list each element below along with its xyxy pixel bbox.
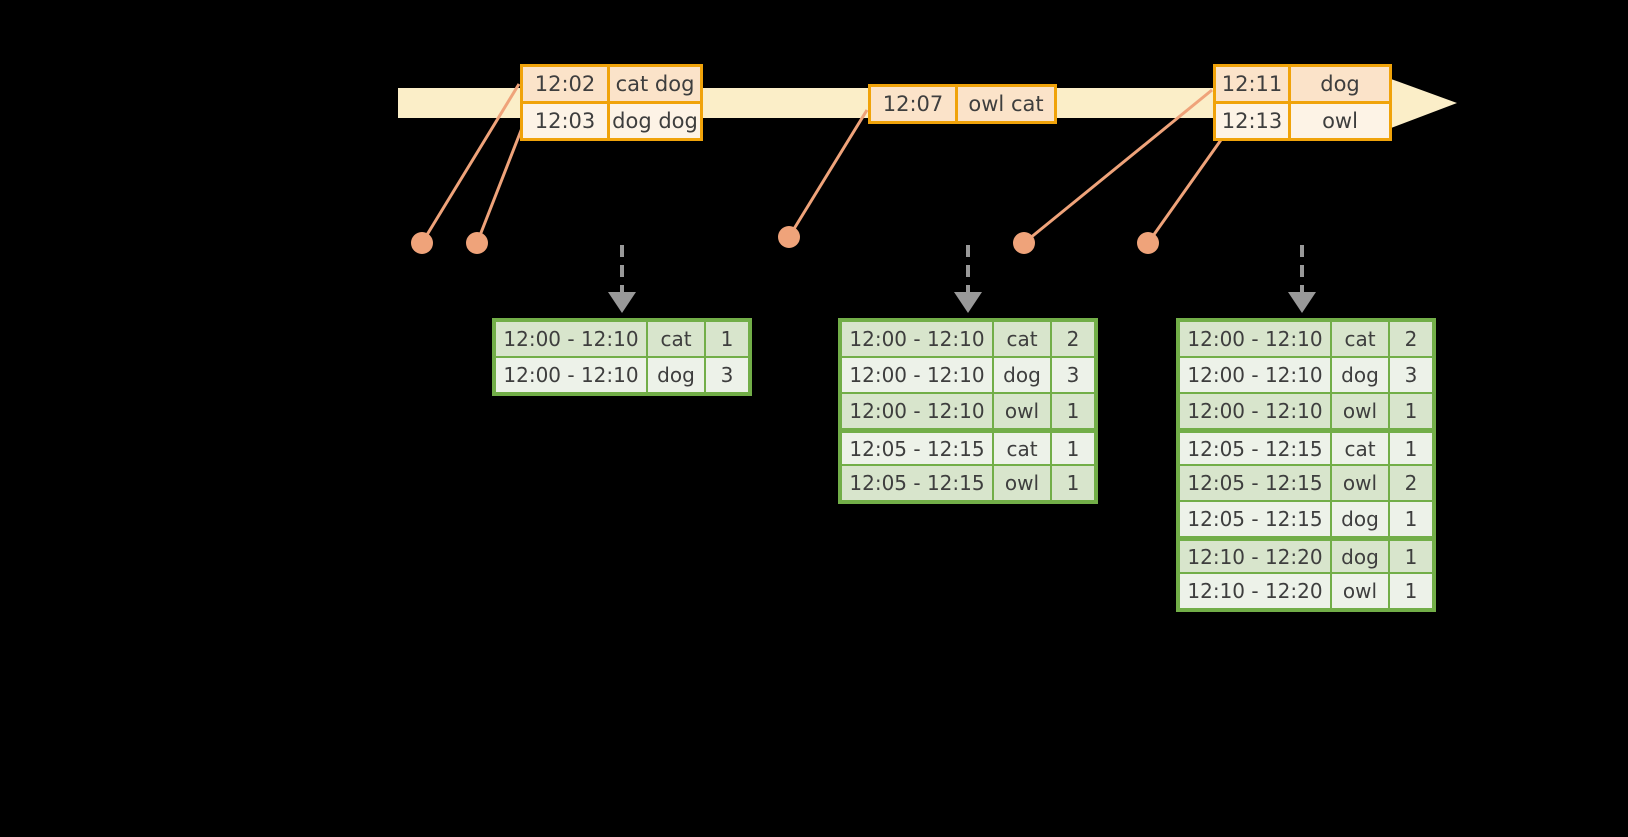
count-cell: 3 (706, 358, 748, 392)
animal-cell: owl (1332, 466, 1388, 500)
connector-lines (420, 83, 1230, 245)
animal-cell: dog (1332, 541, 1388, 572)
animal-cell: owl (994, 466, 1050, 500)
animal-cell: owl (994, 394, 1050, 428)
count-cell: 2 (1390, 322, 1432, 356)
time-cell: 12:13 (1216, 104, 1288, 138)
trigger-arrowhead-icon (1288, 292, 1316, 313)
count-cell: 3 (1390, 358, 1432, 392)
animal-cell: cat (1332, 433, 1388, 464)
window-cell: 12:10 - 12:20 (1180, 574, 1330, 608)
window-cell: 12:05 - 12:15 (1180, 466, 1330, 500)
connector-line (1146, 129, 1230, 244)
words-cell: owl cat (958, 87, 1054, 121)
animal-cell: dog (1332, 502, 1388, 536)
animal-cell: dog (994, 358, 1050, 392)
words-cell: owl (1291, 104, 1389, 138)
animal-cell: cat (994, 322, 1050, 356)
count-cell: 1 (1390, 502, 1432, 536)
count-cell: 1 (1390, 394, 1432, 428)
animal-cell: dog (1332, 358, 1388, 392)
count-cell: 1 (1390, 541, 1432, 572)
animal-cell: dog (648, 358, 704, 392)
animal-cell: cat (648, 322, 704, 356)
animal-cell: cat (994, 433, 1050, 464)
connector-line (787, 109, 869, 238)
animal-cell: owl (1332, 574, 1388, 608)
count-cell: 1 (1390, 574, 1432, 608)
animal-cell: owl (1332, 394, 1388, 428)
time-cell: 12:03 (523, 104, 607, 138)
event-dot-icon (466, 232, 488, 254)
count-cell: 3 (1052, 358, 1094, 392)
event-dot-icon (1013, 232, 1035, 254)
event-dot-icon (1137, 232, 1159, 254)
count-cell: 1 (1052, 466, 1094, 500)
words-cell: cat dog (610, 67, 700, 101)
connector-line (420, 83, 521, 244)
count-cell: 1 (1052, 433, 1094, 464)
animal-cell: cat (1332, 322, 1388, 356)
trigger-arrowhead-icon (608, 292, 636, 313)
time-cell: 12:11 (1216, 67, 1288, 101)
connector-line (1023, 88, 1213, 245)
count-cell: 2 (1390, 466, 1432, 500)
event-dot-icon (411, 232, 433, 254)
window-cell: 12:00 - 12:10 (842, 358, 992, 392)
count-cell: 2 (1052, 322, 1094, 356)
event-dots (411, 226, 1159, 254)
count-cell: 1 (1390, 433, 1432, 464)
window-cell: 12:05 - 12:15 (842, 433, 992, 464)
timeline-arrowhead-icon (1391, 79, 1457, 128)
window-cell: 12:00 - 12:10 (496, 322, 646, 356)
window-cell: 12:00 - 12:10 (842, 394, 992, 428)
event-dot-icon (778, 226, 800, 248)
trigger-arrowhead-icon (954, 292, 982, 313)
window-cell: 12:05 - 12:15 (842, 466, 992, 500)
time-cell: 12:07 (871, 87, 955, 121)
window-cell: 12:00 - 12:10 (496, 358, 646, 392)
window-cell: 12:00 - 12:10 (1180, 358, 1330, 392)
window-cell: 12:00 - 12:10 (1180, 322, 1330, 356)
count-cell: 1 (1052, 394, 1094, 428)
count-cell: 1 (706, 322, 748, 356)
window-cell: 12:00 - 12:10 (1180, 394, 1330, 428)
time-cell: 12:02 (523, 67, 607, 101)
window-cell: 12:10 - 12:20 (1180, 541, 1330, 572)
window-cell: 12:05 - 12:15 (1180, 433, 1330, 464)
words-cell: dog (1291, 67, 1389, 101)
connector-line (475, 127, 524, 244)
words-cell: dog dog (610, 104, 700, 138)
window-cell: 12:05 - 12:15 (1180, 502, 1330, 536)
trigger-arrows (608, 245, 1316, 313)
window-cell: 12:00 - 12:10 (842, 322, 992, 356)
